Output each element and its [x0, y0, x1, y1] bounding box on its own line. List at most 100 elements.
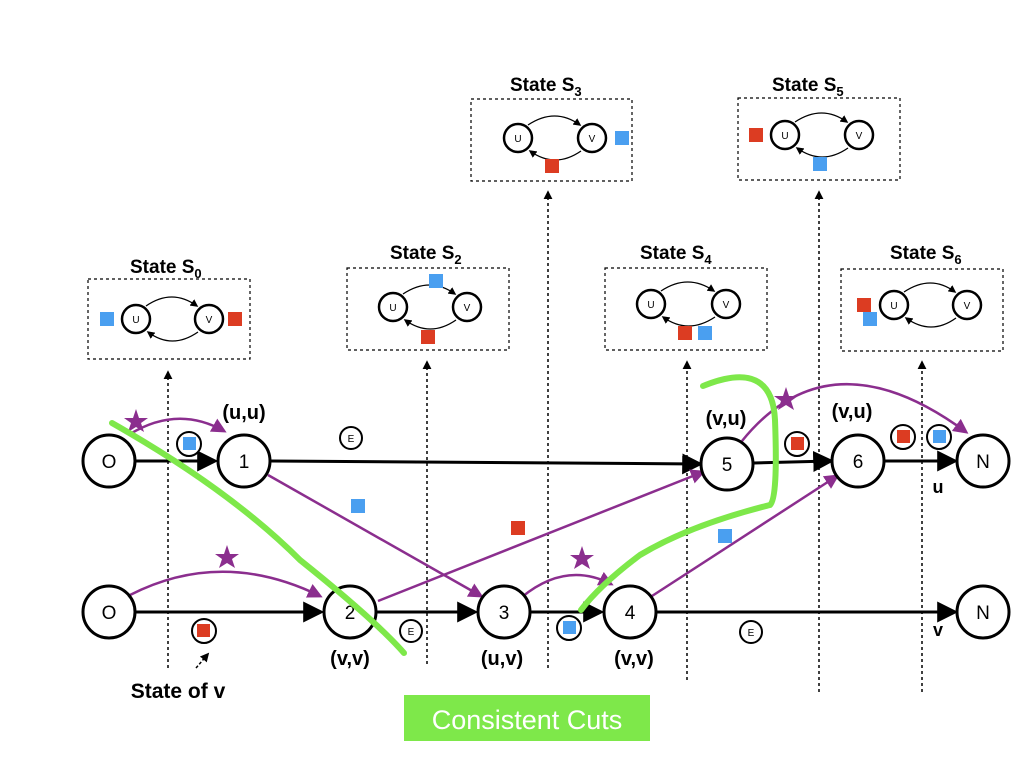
red-token — [228, 312, 242, 326]
node-event-1-label: 1 — [239, 452, 250, 473]
message-4-to-6 — [651, 474, 840, 598]
process-label-u: u — [933, 477, 944, 497]
message-1-to-3 — [267, 473, 484, 598]
node-event-1 — [216, 433, 272, 489]
mini-node-u-label: U — [389, 303, 396, 314]
mini-node-v-label: V — [723, 300, 730, 311]
mini-node-v-label: V — [589, 134, 596, 145]
red-token — [791, 437, 804, 450]
node-end-v-label: N — [976, 603, 990, 624]
state-title-s0: State S0 — [130, 257, 202, 281]
state-box-s6: State S6 U V — [840, 243, 1004, 352]
node-event-2-label: 2 — [345, 603, 356, 624]
node-event-2 — [322, 584, 378, 640]
state-box-s0: State S0 U V — [87, 257, 251, 360]
node-event-4 — [602, 584, 658, 640]
red-token — [545, 159, 559, 173]
mini-node-v — [451, 291, 483, 323]
node-event-4-label: 4 — [625, 603, 636, 624]
mini-node-u — [635, 288, 667, 320]
mini-node-v-label: V — [464, 303, 471, 314]
consistent-cuts-label: Consistent Cuts — [432, 705, 623, 735]
pair-labels: (u,u) (v,u) (v,u) (v,v) (u,v) (v,v) — [222, 401, 872, 670]
message-2-to-5 — [377, 469, 706, 603]
pair-label-5: (v,u) — [706, 408, 747, 430]
circled-tokens — [176, 424, 952, 644]
red-token — [678, 326, 692, 340]
node-event-3-label: 3 — [499, 603, 510, 624]
causal-arc-5-n — [741, 382, 969, 442]
red-token — [197, 624, 210, 637]
mini-node-u-label: U — [781, 131, 788, 142]
blue-token-in-transit — [351, 499, 365, 513]
star-icon — [124, 409, 148, 432]
state-box-s4: State S4 U V — [604, 243, 768, 351]
mini-node-v-label: V — [964, 301, 971, 312]
pair-label-3: (u,v) — [481, 648, 523, 670]
e-marker-label: E — [348, 434, 355, 445]
state-title-s3: State S3 — [510, 75, 582, 99]
red-token — [421, 330, 435, 344]
blue-token — [100, 312, 114, 326]
node-end-u — [955, 433, 1011, 489]
mini-node-u — [878, 289, 910, 321]
timeline-u-edges — [136, 450, 959, 475]
red-token — [749, 128, 763, 142]
blue-token — [183, 437, 196, 450]
pair-label-2: (v,v) — [330, 648, 370, 670]
state-box-s5: State S5 U V — [737, 75, 901, 181]
mini-node-v — [576, 122, 608, 154]
node-end-v — [955, 584, 1011, 640]
node-event-5-label: 5 — [722, 455, 733, 476]
state-box-s3: State S3 U V — [470, 75, 633, 182]
cut-curve-2 — [578, 374, 779, 613]
causal-arc-o-1 — [129, 417, 227, 436]
node-start-v — [81, 584, 137, 640]
mini-node-u-label: U — [514, 134, 521, 145]
message-arrows — [129, 382, 969, 603]
state-box-s2: State S2 U V — [346, 243, 510, 351]
mini-node-u-label: U — [890, 301, 897, 312]
state-title-s5: State S5 — [772, 75, 844, 99]
causal-stars — [124, 387, 798, 569]
consistent-cuts-badge — [404, 695, 650, 741]
star-icon — [570, 546, 594, 569]
blue-token — [863, 312, 877, 326]
process-label-v: v — [933, 620, 943, 640]
blue-token — [615, 131, 629, 145]
consistent-cuts — [109, 374, 779, 656]
blue-token — [429, 274, 443, 288]
blue-token — [813, 157, 827, 171]
blue-token-in-transit — [718, 529, 732, 543]
mini-node-v-label: V — [856, 131, 863, 142]
mini-node-u — [120, 303, 152, 335]
mini-node-u — [769, 119, 801, 151]
mini-node-u-label: U — [647, 300, 654, 311]
red-token — [897, 430, 910, 443]
timeline-u-nodes: O 1 5 6 N — [81, 433, 1011, 492]
cut-curve-1 — [109, 420, 407, 656]
mini-node-u — [502, 122, 534, 154]
causal-arc-o-2 — [129, 570, 323, 598]
node-event-5 — [699, 436, 755, 492]
state-of-v-label: State of v — [131, 680, 226, 703]
e-marker-label: E — [748, 628, 755, 639]
node-event-6 — [830, 433, 886, 489]
mini-node-v — [193, 303, 225, 335]
star-icon — [215, 545, 239, 568]
causal-arc-3-4 — [521, 571, 614, 598]
pair-label-6: (v,u) — [832, 401, 873, 423]
node-event-3 — [476, 584, 532, 640]
mini-node-u-label: U — [132, 315, 139, 326]
pair-label-4: (v,v) — [614, 648, 654, 670]
star-icon — [774, 387, 798, 410]
state-title-s4: State S4 — [640, 243, 712, 267]
node-start-u — [81, 433, 137, 489]
mini-node-v — [843, 119, 875, 151]
node-event-6-label: 6 — [853, 452, 864, 473]
blue-token — [698, 326, 712, 340]
red-token — [857, 298, 871, 312]
node-start-u-label: O — [102, 452, 117, 473]
